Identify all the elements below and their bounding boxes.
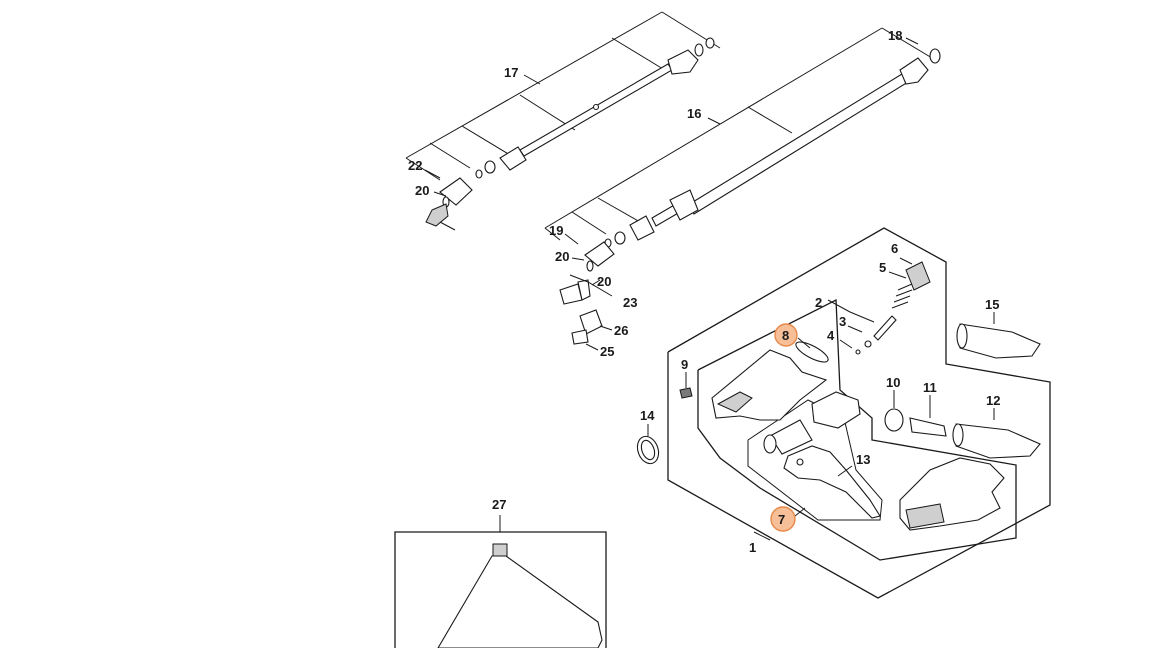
tank-27-box (394, 515, 607, 648)
part-label-5[interactable]: 5 (879, 260, 886, 275)
part-labels: 17 18 16 22 20 19 20 20 23 26 25 6 5 2 3… (408, 28, 1000, 555)
part-label-8[interactable]: 8 (782, 328, 789, 343)
part-label-26[interactable]: 26 (614, 323, 628, 338)
part-label-27[interactable]: 27 (492, 497, 506, 512)
part-label-18[interactable]: 18 (888, 28, 902, 43)
part-label-7[interactable]: 7 (778, 512, 785, 527)
leader-lines (424, 37, 995, 541)
part-label-1[interactable]: 1 (749, 540, 756, 555)
part-label-11[interactable]: 11 (923, 380, 937, 395)
part-label-12[interactable]: 12 (986, 393, 1000, 408)
part-label-23[interactable]: 23 (623, 295, 637, 310)
part-label-25[interactable]: 25 (600, 344, 614, 359)
part-label-19[interactable]: 19 (549, 223, 563, 238)
part-label-2[interactable]: 2 (815, 295, 822, 310)
highlight-part-8[interactable] (774, 323, 798, 347)
part-label-4[interactable]: 4 (827, 328, 835, 343)
part-label-9[interactable]: 9 (681, 357, 688, 372)
gun-assembly (636, 227, 1051, 599)
part-label-3[interactable]: 3 (839, 314, 846, 329)
part-label-16[interactable]: 16 (687, 106, 701, 121)
part-label-20-middle[interactable]: 20 (555, 249, 569, 264)
part-label-17[interactable]: 17 (504, 65, 518, 80)
lance-17-assembly (405, 11, 721, 231)
part-label-20-upper[interactable]: 20 (415, 183, 429, 198)
part-label-14[interactable]: 14 (640, 408, 655, 423)
part-label-20-lower[interactable]: 20 (597, 274, 611, 289)
part-label-15[interactable]: 15 (985, 297, 999, 312)
lance-16-assembly (544, 27, 941, 345)
part-label-6[interactable]: 6 (891, 241, 898, 256)
part-label-13[interactable]: 13 (856, 452, 870, 467)
highlight-part-7[interactable] (770, 506, 796, 532)
part-label-10[interactable]: 10 (886, 375, 900, 390)
part-label-22[interactable]: 22 (408, 158, 422, 173)
